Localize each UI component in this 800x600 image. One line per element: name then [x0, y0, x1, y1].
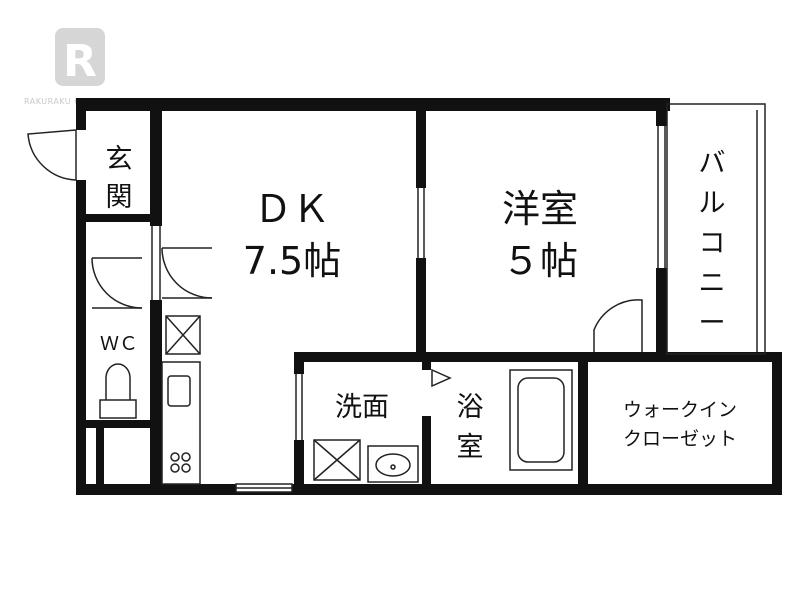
wall-left-upper: [76, 98, 86, 130]
dk-label-size: 7.5帖: [243, 239, 341, 283]
balcony-label-4: ニ: [699, 268, 726, 299]
wall-left: [76, 180, 86, 495]
wall-dk-western-upper: [416, 98, 426, 188]
balcony: [666, 103, 766, 355]
toilet-tank: [99, 399, 137, 419]
wall-entrance-dk: [150, 98, 162, 226]
watermark-logo-letter: R: [63, 36, 97, 87]
washroom-label: 洗面: [335, 392, 389, 423]
balcony-label-1: バ: [699, 148, 726, 179]
wall-western-balcony-upper: [656, 98, 667, 126]
watermark-logo: R: [55, 28, 105, 87]
balcony-label-3: コ: [699, 228, 726, 259]
wall-wash-bath-lower: [422, 416, 431, 495]
dk-door-icon: [161, 247, 213, 299]
wall-wash-bath-upper: [422, 352, 431, 370]
wash-basin-icon: [367, 445, 419, 483]
bath-label-2: 室: [457, 432, 484, 463]
windows: [151, 126, 666, 493]
walls: [76, 98, 782, 495]
toilet-bowl-icon: [105, 363, 131, 400]
watermark-logo-bg: [55, 28, 105, 86]
kitchen-counter: [161, 361, 201, 485]
entry-door-icon: [27, 129, 77, 181]
wall-wc-bottom: [86, 420, 156, 428]
wall-bath-closet: [578, 352, 588, 495]
wall-wash-left-upper: [294, 352, 304, 374]
bath-door-icon: [431, 368, 452, 388]
washer-x-2: [313, 439, 361, 481]
wall-storage-divider: [96, 428, 104, 488]
wall-western-balcony-lower: [656, 268, 667, 358]
dk-label-name: ＤＫ: [254, 187, 330, 231]
western-label-name: 洋室: [502, 187, 578, 231]
bathtub-inner: [517, 377, 565, 463]
fixtures: [99, 315, 573, 485]
western-door-icon: [593, 299, 643, 352]
wall-wash-left-lower: [294, 440, 304, 495]
balcony-outline: [666, 103, 766, 355]
watermark-text: RAKURAKU CHINTAI: [24, 97, 110, 106]
wall-right-lower: [772, 352, 782, 495]
wc-label: ＷＣ: [100, 333, 138, 355]
balcony-label-5: ー: [699, 308, 726, 339]
wash-basin-bowl: [375, 453, 411, 477]
western-label-size: ５帖: [502, 239, 578, 283]
bath-label-1: 浴: [457, 392, 484, 423]
stove-burner-3: [170, 463, 180, 473]
room-labels: 玄 関 ＤＫ 7.5帖 洋室 ５帖 バ ル コ ニ ー ＷＣ 洗面 浴 室 ウォ…: [100, 144, 737, 463]
wc-door-icon: [91, 257, 143, 309]
wall-top: [78, 98, 670, 111]
doors: [27, 129, 643, 388]
fridge-x-2: [165, 315, 201, 355]
wall-dk-western-lower: [416, 258, 426, 358]
closet-label-1: ウォークイン: [623, 399, 737, 421]
entrance-label-2: 関: [106, 182, 133, 213]
stove-burner-4: [181, 463, 191, 473]
closet-label-2: クローゼット: [623, 428, 737, 450]
sink-icon: [167, 375, 191, 407]
bathtub-icon: [509, 369, 573, 471]
wash-basin-drain: [390, 464, 396, 470]
wall-entrance-bottom: [86, 214, 156, 222]
stove-burner-2: [181, 452, 191, 462]
balcony-label-2: ル: [699, 188, 726, 219]
stove-burner-1: [170, 452, 180, 462]
washer-icon: [313, 439, 361, 481]
entrance-label-1: 玄: [106, 144, 133, 175]
wall-lower-block-top: [296, 352, 782, 362]
fridge-icon: [165, 315, 201, 355]
wall-wc-dk: [150, 300, 162, 495]
